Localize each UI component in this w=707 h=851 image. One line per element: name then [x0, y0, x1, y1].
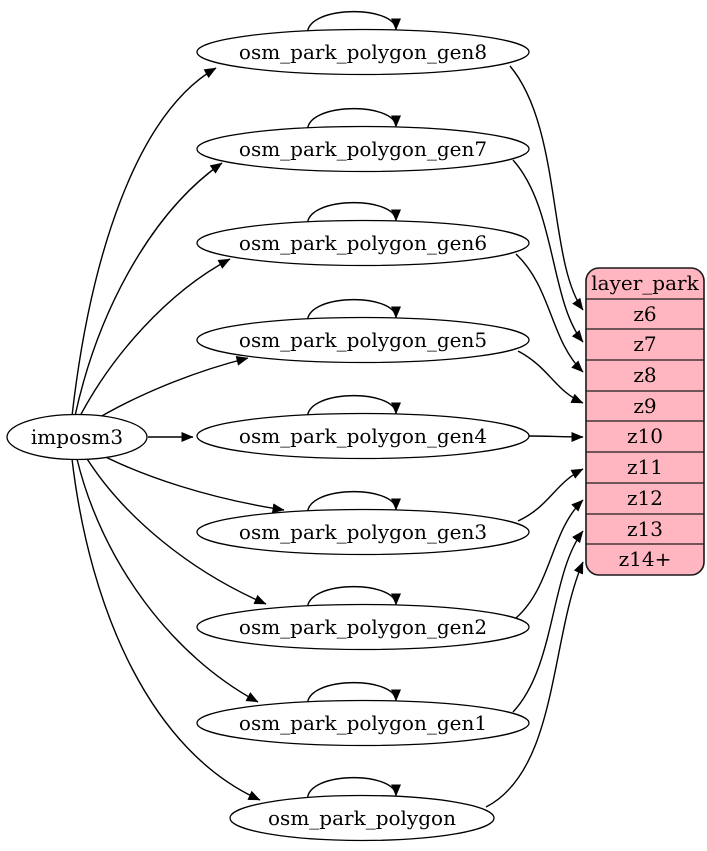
layer-park-title: layer_park	[591, 271, 699, 295]
edge-imposm3-to-osm-park-polygon	[71, 458, 261, 801]
imposm3-label: imposm3	[31, 425, 123, 449]
layer-park-row-z10: z10	[627, 424, 663, 448]
gen3-label: osm_park_polygon_gen3	[239, 520, 487, 544]
edge-imposm3-to-gen8	[71, 67, 217, 417]
self-loop-gen5	[307, 298, 401, 326]
edge-gen3-to-z11	[517, 468, 584, 522]
node-osm-park-polygon-gen4: osm_park_polygon_gen4	[196, 412, 530, 460]
edge-osm-park-polygon-to-z14plus	[485, 561, 584, 808]
self-loop-gen8	[307, 10, 401, 38]
gen1-ellipse	[196, 699, 530, 747]
self-loop-gen3	[307, 490, 401, 518]
layer-park-row-z12: z12	[627, 486, 663, 510]
gen6-label: osm_park_polygon_gen6	[239, 231, 487, 255]
edge-gen8-to-z6	[509, 65, 584, 311]
edge-imposm3-to-gen7	[74, 162, 223, 417]
node-osm-park-polygon-gen1: osm_park_polygon_gen1	[196, 699, 530, 747]
edge-imposm3-to-gen6	[78, 258, 231, 419]
gen2-label: osm_park_polygon_gen2	[239, 615, 487, 639]
self-loop-gen6	[307, 201, 401, 229]
node-layer-park: layer_park z6 z7 z8 z9 z10 z11 z12 z13 z…	[585, 267, 705, 576]
layer-park-row-z6: z6	[633, 302, 656, 326]
gen6-ellipse	[196, 219, 530, 267]
layer-park-row-z11: z11	[627, 455, 663, 479]
edge-layer	[71, 10, 584, 808]
edge-gen5-to-z9	[517, 350, 584, 404]
gen1-label: osm_park_polygon_gen1	[239, 711, 487, 735]
node-osm-park-polygon-gen7: osm_park_polygon_gen7	[196, 125, 530, 173]
edge-gen7-to-z7	[512, 159, 584, 343]
gen3-ellipse	[196, 508, 530, 556]
gen8-label: osm_park_polygon_gen8	[239, 40, 487, 64]
imposm3-ellipse	[6, 413, 148, 461]
self-loop-gen7	[307, 107, 401, 135]
gen7-label: osm_park_polygon_gen7	[239, 137, 487, 161]
layer-park-row-z7: z7	[633, 332, 656, 356]
node-osm-park-polygon: osm_park_polygon	[229, 794, 495, 842]
edge-imposm3-to-gen3	[91, 449, 285, 514]
self-loop-gen4	[307, 394, 401, 422]
gen4-label: osm_park_polygon_gen4	[239, 424, 487, 448]
self-loop-osm-park-polygon	[307, 776, 401, 804]
gen8-ellipse	[196, 28, 530, 76]
node-osm-park-polygon-gen5: osm_park_polygon_gen5	[196, 316, 530, 364]
layer-park-row-z13: z13	[627, 517, 663, 541]
gen5-ellipse	[196, 316, 530, 364]
gen5-label: osm_park_polygon_gen5	[239, 328, 487, 352]
edge-imposm3-to-gen2	[83, 453, 267, 605]
osm-park-polygon-label: osm_park_polygon	[268, 806, 456, 830]
layer-park-row-z8: z8	[633, 363, 656, 387]
self-loop-gen2	[307, 585, 401, 613]
edge-gen1-to-z13	[512, 530, 584, 713]
layer-park-row-z9: z9	[633, 394, 656, 418]
gen4-ellipse	[196, 412, 530, 460]
gen2-ellipse	[196, 603, 530, 651]
layer-park-row-z14plus: z14+	[619, 547, 672, 571]
self-loop-gen1	[307, 681, 401, 709]
edge-gen6-to-z8	[515, 253, 584, 373]
node-osm-park-polygon-gen6: osm_park_polygon_gen6	[196, 219, 530, 267]
edge-gen2-to-z12	[515, 499, 584, 619]
edge-imposm3-to-gen1	[76, 458, 259, 703]
osm-park-polygon-ellipse	[229, 794, 495, 842]
node-osm-park-polygon-gen2: osm_park_polygon_gen2	[196, 603, 530, 651]
edge-gen4-to-z10	[528, 431, 584, 442]
node-imposm3: imposm3	[6, 413, 148, 461]
edge-imposm3-to-gen5	[89, 355, 249, 424]
gen7-ellipse	[196, 125, 530, 173]
node-osm-park-polygon-gen3: osm_park_polygon_gen3	[196, 508, 530, 556]
node-layer: imposm3 osm_park_polygon_gen8 osm_park_p…	[6, 28, 705, 842]
node-osm-park-polygon-gen8: osm_park_polygon_gen8	[196, 28, 530, 76]
